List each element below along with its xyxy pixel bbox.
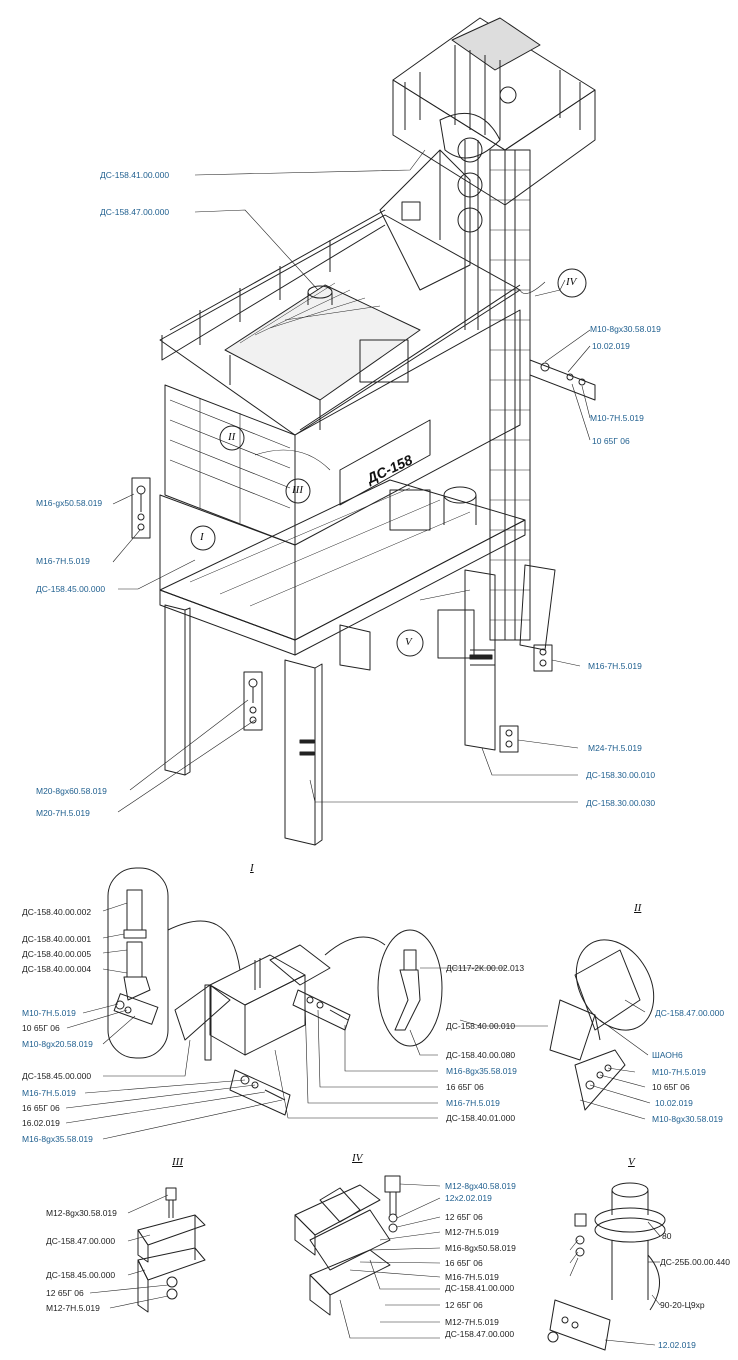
detail-III-d: 12 65Г 06 — [46, 1288, 84, 1298]
lower-deck — [159, 479, 526, 656]
detail-IV-c: 12 65Г 06 — [445, 1212, 483, 1222]
detail-I-r6: М16-7Н.5.019 — [446, 1098, 500, 1108]
elevator-shaft — [457, 137, 531, 641]
detail-I-n3: М10-8gх20.58.019 — [22, 1039, 93, 1049]
fastener-boxes — [131, 359, 596, 753]
detail-III-drawing — [137, 1187, 206, 1313]
top-deck — [159, 209, 521, 436]
elevator-head — [392, 17, 596, 206]
detail-V-f: 90-20-Ц9хр — [660, 1300, 705, 1310]
detail-I-r5: 16 65Г 06 — [446, 1082, 484, 1092]
detail-II-e: 10.02.019 — [655, 1098, 693, 1108]
label-right-nut-m16: М16-7Н.5.019 — [588, 661, 642, 671]
callout-II: II — [228, 431, 236, 443]
detail-I-s3: 16.02.019 — [22, 1118, 60, 1128]
inclined-chute — [379, 149, 471, 291]
detail-IV-drawing — [294, 1175, 401, 1316]
detail-I-a1: ДС-158.40.00.002 — [22, 907, 92, 917]
detail-I-s1: М16-7Н.5.019 — [22, 1088, 76, 1098]
detail-III-b: ДС-158.47.00.000 — [46, 1236, 116, 1246]
detail-I-a4: ДС-158.40.00.004 — [22, 964, 92, 974]
detail-IV-title: IV — [352, 1152, 363, 1164]
detail-IV-g: М12-7Н.5.019 — [445, 1317, 499, 1327]
detail-IV-e: ДС-158.41.00.000 — [445, 1283, 515, 1293]
detail-V-drawing — [547, 1182, 666, 1351]
detail-I-r7: ДС-158.40.01.000 — [446, 1113, 516, 1123]
detail-II-title: II — [634, 902, 642, 914]
label-b1-spring: 10 65Г 06 — [592, 436, 630, 446]
detail-I-n1: М10-7Н.5.019 — [22, 1008, 76, 1018]
callout-I: I — [200, 531, 204, 543]
detail-I-drawing — [107, 867, 443, 1116]
label-left-nut: М16-7Н.5.019 — [36, 556, 90, 566]
detail-I-r1: ДС117-2К.00.02.013 — [446, 963, 525, 973]
detail-I-r4: М16-8gх35.58.019 — [446, 1066, 517, 1076]
detail-II-d: 10 65Г 06 — [652, 1082, 690, 1092]
label-top-hopper: ДС-158.41.00.000 — [100, 170, 170, 180]
detail-IV-b: 12х2.02.019 — [445, 1193, 492, 1203]
detail-I-frame: ДС-158.45.00.000 — [22, 1071, 92, 1081]
support-legs — [164, 564, 556, 846]
detail-IV-h: ДС-158.47.00.000 — [445, 1329, 515, 1339]
detail-II-a: ДС-158.47.00.000 — [655, 1008, 725, 1018]
label-frame: ДС-158.45.00.000 — [36, 584, 106, 594]
label-b1-nut: М10-7Н.5.019 — [590, 413, 644, 423]
callout-V: V — [405, 636, 412, 648]
label-left-bolt: М16-gх50.58.019 — [36, 498, 103, 508]
detail-V-d: М16-7Н.5.019 — [445, 1272, 499, 1282]
label-b1-bolt: М10-8gх30.58.019 — [590, 324, 661, 334]
detail-V-g: 12.02.019 — [658, 1340, 696, 1350]
detail-I-title: I — [250, 862, 254, 874]
detail-I-n2: 10 65Г 06 — [22, 1023, 60, 1033]
detail-IV-d: М12-7Н.5.019 — [445, 1227, 499, 1237]
detail-III-title: III — [172, 1156, 183, 1168]
label-column-a: ДС-158.30.00.010 — [586, 770, 656, 780]
label-mixer-unit: ДС-158.47.00.000 — [100, 207, 170, 217]
detail-II-c: М10-7Н.5.019 — [652, 1067, 706, 1077]
detail-I-a2: ДС-158.40.00.001 — [22, 934, 92, 944]
detail-IV-a: М12-8gх40.58.019 — [445, 1181, 516, 1191]
detail-V-b: М16-8gх50.58.019 — [445, 1243, 516, 1253]
detail-III-c: ДС-158.45.00.000 — [46, 1270, 116, 1280]
label-right-nut-m24: М24-7Н.5.019 — [588, 743, 642, 753]
label-leg-bolt: М20-8gх60.58.019 — [36, 786, 107, 796]
detail-V-title: V — [628, 1156, 635, 1168]
leader-lines — [112, 149, 591, 813]
detail-III-e: М12-7Н.5.019 — [46, 1303, 100, 1313]
detail-leader-lines — [65, 902, 661, 1346]
label-column-b: ДС-158.30.00.030 — [586, 798, 656, 808]
detail-II-drawing — [549, 939, 655, 1111]
detail-V-c: 16 65Г 06 — [445, 1258, 483, 1268]
detail-I-r2: ДС-158.40.00.010 — [446, 1021, 516, 1031]
detail-V-a: 80 — [662, 1231, 672, 1241]
detail-I-s4: М16-8gх35.58.019 — [22, 1134, 93, 1144]
callout-III: III — [292, 484, 303, 496]
detail-II-f: М10-8gх30.58.019 — [652, 1114, 723, 1124]
detail-I-a3: ДС-158.40.00.005 — [22, 949, 92, 959]
detail-II-b: ШАОН6 — [652, 1050, 683, 1060]
middle-body: ДС-158 — [164, 309, 521, 546]
detail-I-r3: ДС-158.40.00.080 — [446, 1050, 516, 1060]
detail-IV-f: 12 65Г 06 — [445, 1300, 483, 1310]
detail-III-a: М12-8gх30.58.019 — [46, 1208, 117, 1218]
label-leg-nut: М20-7Н.5.019 — [36, 808, 90, 818]
detail-I-s2: 16 65Г 06 — [22, 1103, 60, 1113]
label-b1-washer: 10.02.019 — [592, 341, 630, 351]
callout-IV: IV — [566, 276, 577, 288]
detail-V-e: ДС-25Б.00.00.440 — [660, 1257, 730, 1267]
